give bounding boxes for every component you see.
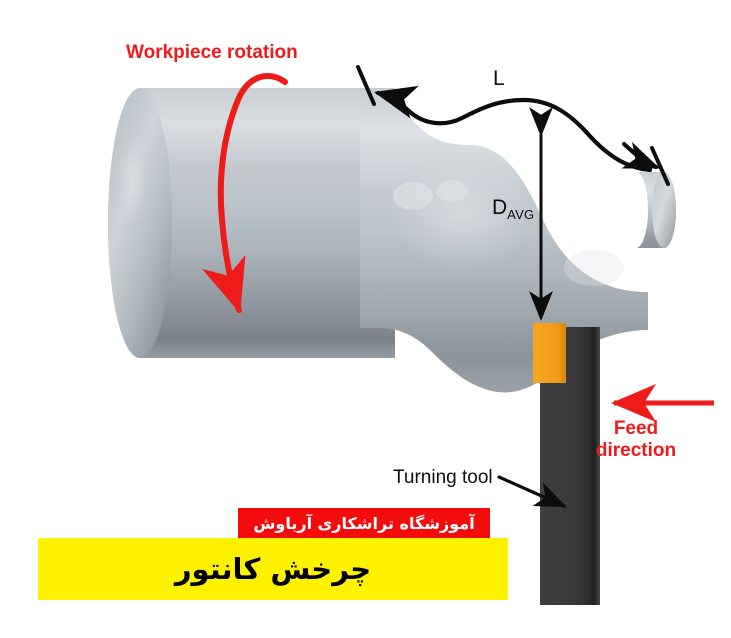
length-arrow-left bbox=[373, 85, 653, 173]
feed-direction-label: Feed direction bbox=[595, 418, 677, 461]
turning-tool bbox=[533, 323, 600, 605]
tool-pointer-arrow bbox=[497, 475, 567, 508]
rotation-arrow-path bbox=[201, 73, 288, 314]
length-arrow-right bbox=[621, 141, 660, 170]
school-watermark-banner: آموزشگاه تراشکاری آریاوش bbox=[238, 508, 490, 539]
rotation-arrow bbox=[201, 73, 288, 314]
title-watermark-banner: چرخش کانتور bbox=[38, 538, 508, 600]
turning-tool-pointer bbox=[497, 475, 567, 508]
length-dimension bbox=[356, 65, 670, 186]
workpiece-rotation-label: Workpiece rotation bbox=[126, 42, 298, 63]
workpiece-contour bbox=[360, 95, 648, 393]
workpiece-cylinder bbox=[108, 88, 395, 358]
tool-insert bbox=[533, 323, 566, 383]
workpiece-nose bbox=[636, 172, 676, 248]
diameter-dimension-label: DAVG bbox=[492, 196, 535, 222]
diameter-symbol: D bbox=[492, 196, 508, 219]
diameter-subscript: AVG bbox=[507, 207, 535, 222]
length-dimension-label: L bbox=[493, 67, 505, 90]
workpiece-end-face bbox=[108, 88, 172, 358]
turning-tool-label: Turning tool bbox=[393, 467, 493, 488]
length-tick-left bbox=[356, 65, 376, 106]
workpiece-nose-face bbox=[652, 172, 676, 248]
